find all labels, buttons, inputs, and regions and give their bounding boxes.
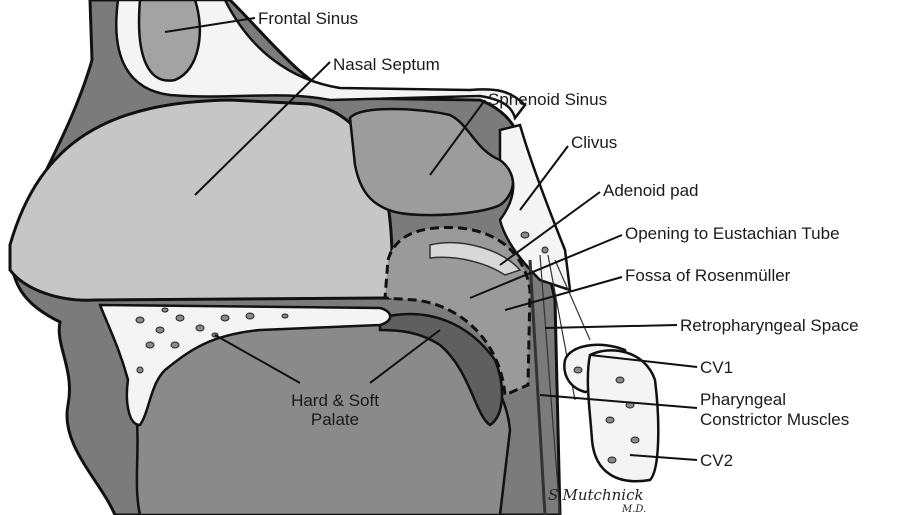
vertebra-pores bbox=[520, 231, 640, 464]
clivus-bone bbox=[498, 123, 572, 292]
label-constrictor-muscles: Constrictor Muscles bbox=[700, 410, 849, 429]
adenoid-pad bbox=[429, 242, 522, 276]
label-sphenoid-sinus: Sphenoid Sinus bbox=[488, 90, 607, 109]
artist-signature: S.Mutchnick bbox=[548, 486, 644, 504]
label-clivus: Clivus bbox=[571, 133, 617, 152]
cv2-vertebra bbox=[586, 349, 660, 483]
label-eustachian-tube: Opening to Eustachian Tube bbox=[625, 224, 840, 243]
label-frontal-sinus: Frontal Sinus bbox=[258, 9, 358, 28]
artist-signature-suffix: M.D. bbox=[621, 504, 646, 515]
label-nasal-septum: Nasal Septum bbox=[333, 55, 440, 74]
label-palate: Palate bbox=[311, 410, 359, 429]
hard-palate-bone bbox=[98, 303, 392, 427]
soft-palate bbox=[378, 312, 504, 427]
label-cv2: CV2 bbox=[700, 451, 733, 470]
skull-base bbox=[115, 0, 527, 121]
label-pharyngeal: Pharyngeal bbox=[700, 390, 786, 409]
label-retropharyngeal-space: Retropharyngeal Space bbox=[680, 316, 859, 335]
frontal-sinus bbox=[137, 0, 202, 82]
label-cv1: CV1 bbox=[700, 358, 733, 377]
label-fossa-rosenmuller: Fossa of Rosenmüller bbox=[625, 266, 791, 285]
label-hard-soft: Hard & Soft bbox=[291, 391, 379, 410]
palate-bone-pores bbox=[135, 307, 289, 374]
label-adenoid-pad: Adenoid pad bbox=[603, 181, 698, 200]
leader-lines bbox=[164, 17, 698, 461]
